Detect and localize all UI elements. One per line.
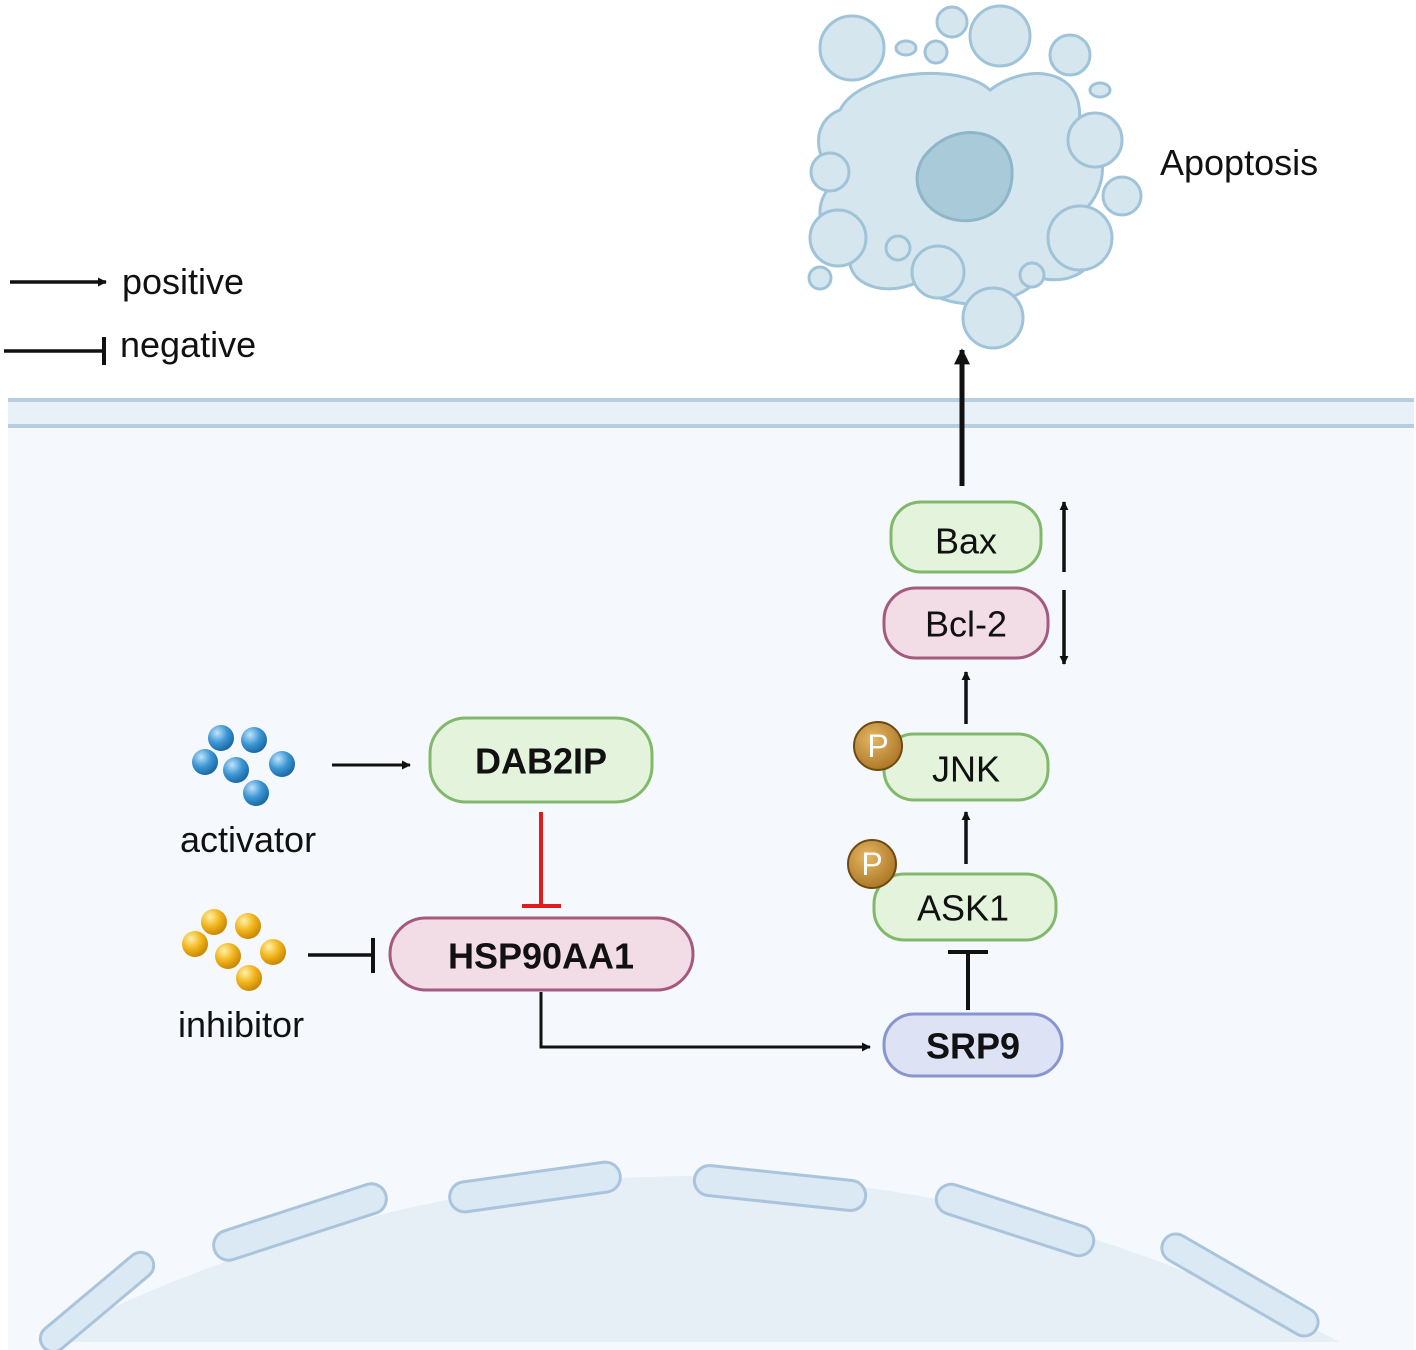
srp9-inhibits-ask1 (948, 950, 988, 1010)
node-dab2ip-label: DAB2IP (475, 741, 607, 782)
legend-positive-label: positive (122, 261, 244, 302)
phospho-label-ask1: P (861, 846, 882, 882)
node-hsp90aa1: HSP90AA1 (388, 916, 695, 992)
node-ask1-label: ASK1 (917, 888, 1009, 929)
node-ask1: ASK1 (872, 872, 1058, 942)
cell-membrane (8, 398, 1414, 428)
node-srp9: SRP9 (882, 1012, 1064, 1078)
hsp90aa1-to-srp9-arrow (539, 992, 871, 1052)
node-jnk: JNK (882, 732, 1050, 802)
inhibitor-molecule-icon (182, 909, 286, 991)
activator-molecule-icon (192, 725, 295, 806)
node-jnk-label: JNK (932, 749, 1000, 790)
node-srp9-label: SRP9 (926, 1026, 1020, 1067)
node-bax: Bax (889, 500, 1043, 574)
legend-negative-label: negative (120, 324, 256, 365)
nucleus (38, 1160, 1340, 1350)
inhibitor-inhibits-hsp90aa1 (308, 938, 375, 973)
activator-label: activator (180, 819, 316, 860)
apoptosis-label: Apoptosis (1160, 142, 1318, 183)
legend: positive negative (4, 261, 256, 365)
node-bax-label: Bax (935, 521, 997, 562)
inhibitor-label: inhibitor (178, 1004, 304, 1045)
node-bcl2-label: Bcl-2 (925, 604, 1007, 645)
phospho-badge-jnk: P (853, 721, 903, 771)
node-hsp90aa1-label: HSP90AA1 (448, 936, 634, 977)
node-dab2ip: DAB2IP (428, 716, 654, 804)
apoptotic-cell-illustration (807, 4, 1143, 350)
phospho-badge-ask1: P (847, 839, 897, 889)
phospho-label-jnk: P (867, 728, 888, 764)
node-bcl2: Bcl-2 (882, 586, 1050, 660)
dab2ip-inhibits-hsp90aa1 (522, 812, 561, 908)
